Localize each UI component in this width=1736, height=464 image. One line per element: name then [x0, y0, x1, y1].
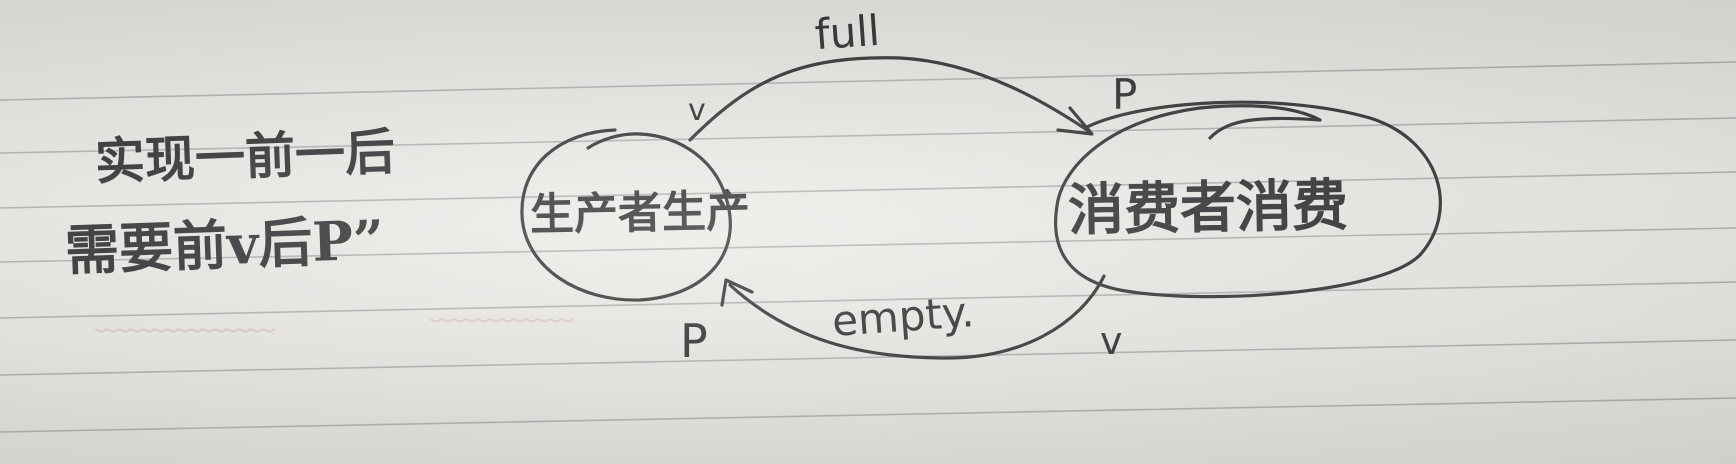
- producer-node: [520, 128, 732, 302]
- edge-full-start-mark: v: [688, 93, 706, 128]
- edge-full-arrow: [688, 56, 1092, 142]
- edge-empty-end-mark: P: [680, 314, 708, 368]
- producer-label: 生产者生产: [529, 186, 751, 241]
- edge-empty-label: empty.: [830, 287, 976, 346]
- consumer-node: [1054, 100, 1442, 299]
- note-line-1: 实现一前一后: [94, 121, 396, 192]
- edge-full-arrowhead: [1056, 106, 1094, 136]
- edge-empty-arrowhead: [720, 278, 754, 307]
- note-line-2: 需要前v后P”: [63, 207, 386, 283]
- ruled-lines: [0, 61, 1736, 433]
- bleed-through-marks: ﹏﹏﹏﹏: [430, 287, 575, 328]
- bleed-through-marks: ﹏﹏﹏﹏﹏: [95, 297, 276, 338]
- edge-full-end-mark: P: [1112, 70, 1138, 119]
- edge-full-label: full: [813, 5, 882, 60]
- edge-empty-start-mark: v: [1100, 319, 1123, 363]
- consumer-label: 消费者消费: [1067, 172, 1349, 244]
- edge-empty-arrow: [728, 274, 1106, 360]
